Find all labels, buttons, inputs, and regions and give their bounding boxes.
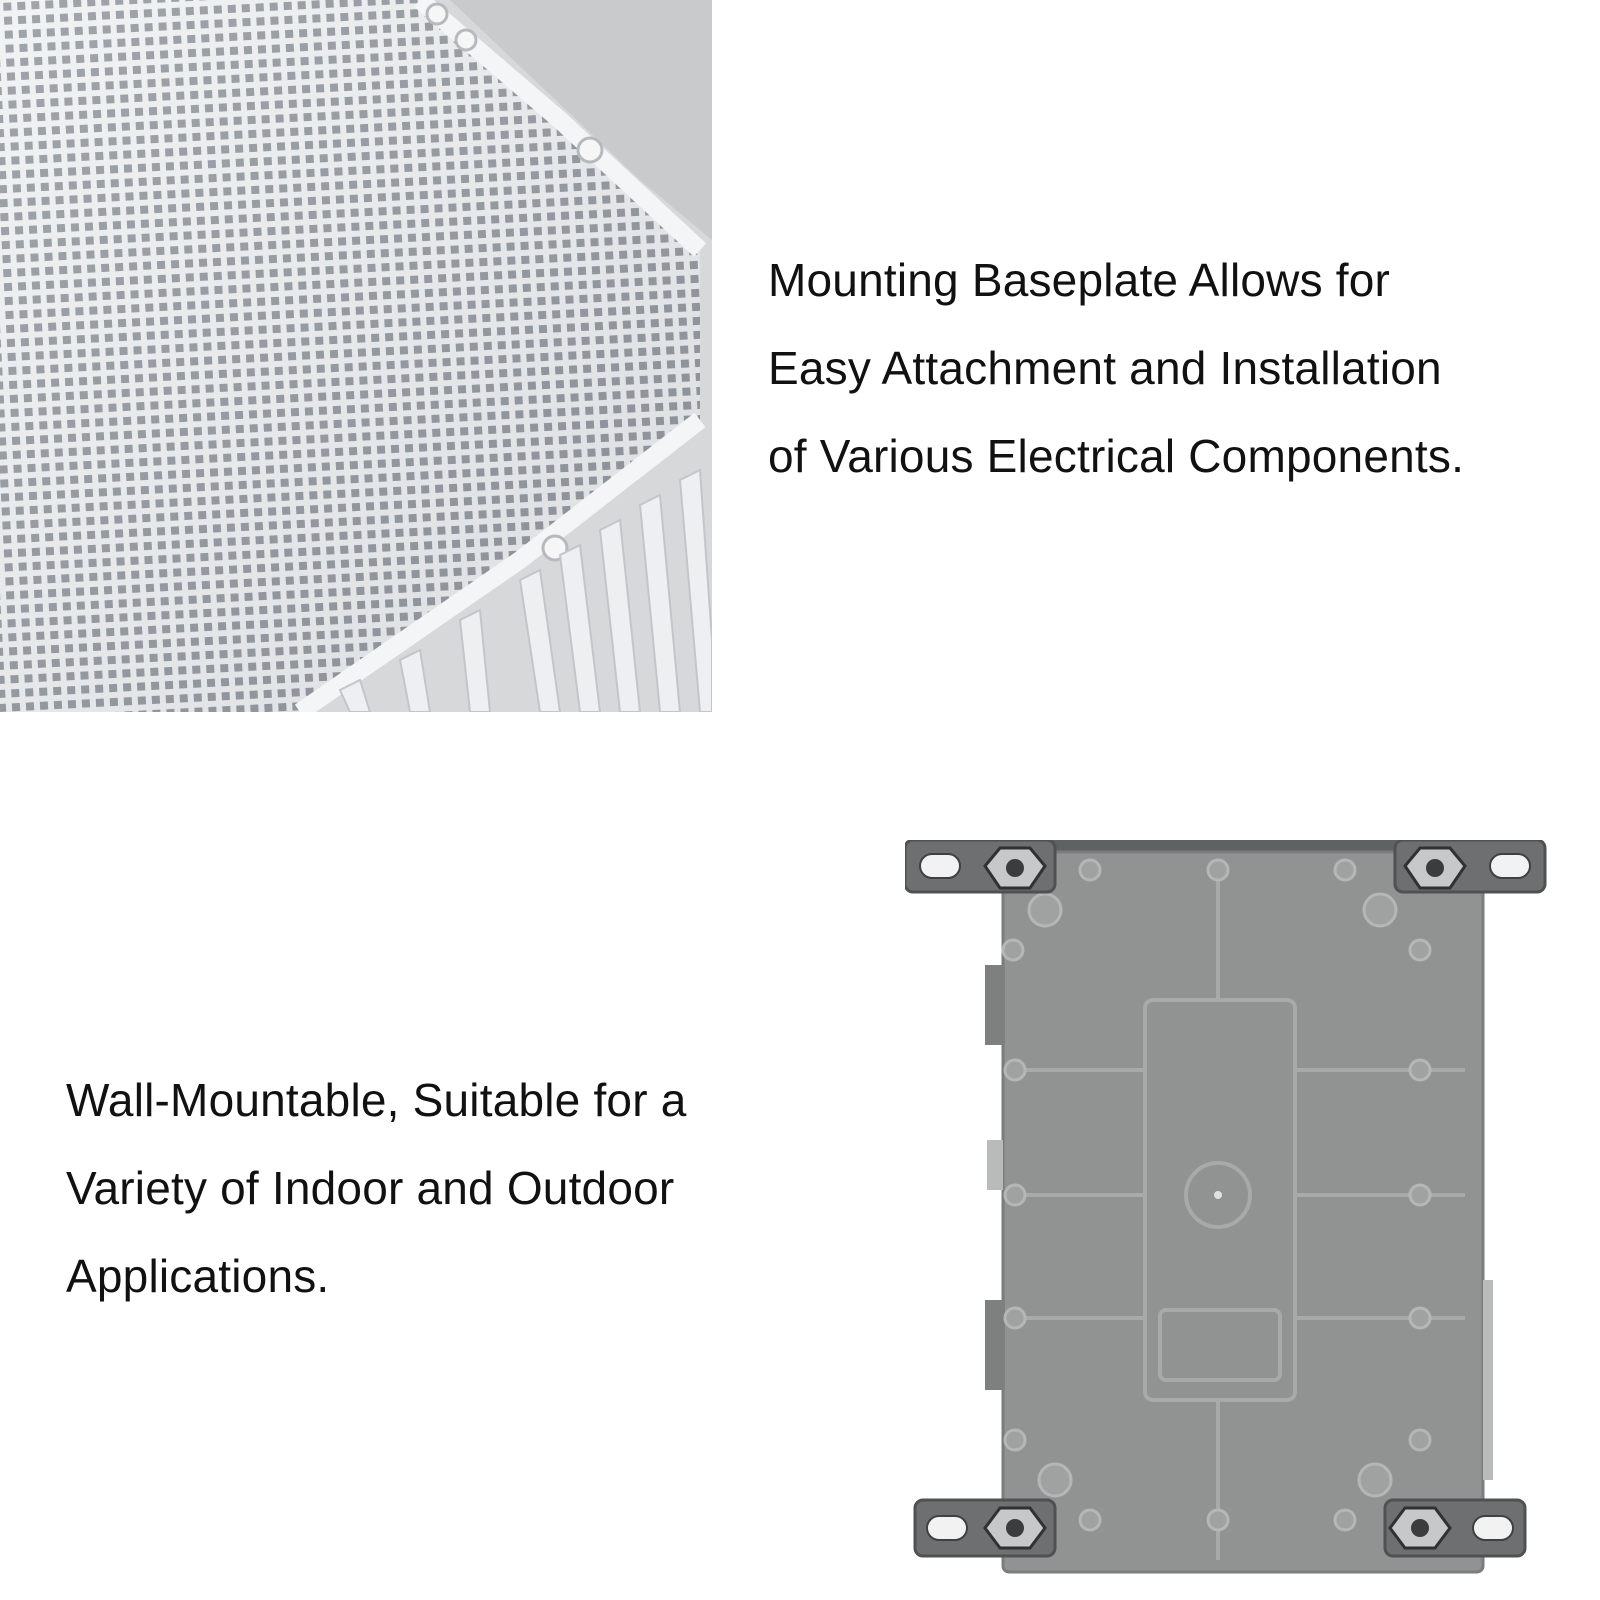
wall-mount-caption-line-3: Applications. (66, 1250, 330, 1302)
baseplate-grid-photo (0, 0, 712, 712)
baseplate-caption-line-2: Easy Attachment and Installation (768, 342, 1442, 394)
baseplate-caption-line-3: of Various Electrical Components. (768, 430, 1465, 482)
baseplate-caption: Mounting Baseplate Allows for Easy Attac… (768, 236, 1464, 500)
baseplate-caption-line-1: Mounting Baseplate Allows for (768, 254, 1391, 306)
enclosure-back-photo (905, 840, 1547, 1574)
wall-mount-caption-line-1: Wall-Mountable, Suitable for a (66, 1074, 687, 1126)
wall-mount-caption: Wall-Mountable, Suitable for a Variety o… (66, 1056, 687, 1320)
wall-mount-caption-line-2: Variety of Indoor and Outdoor (66, 1162, 675, 1214)
